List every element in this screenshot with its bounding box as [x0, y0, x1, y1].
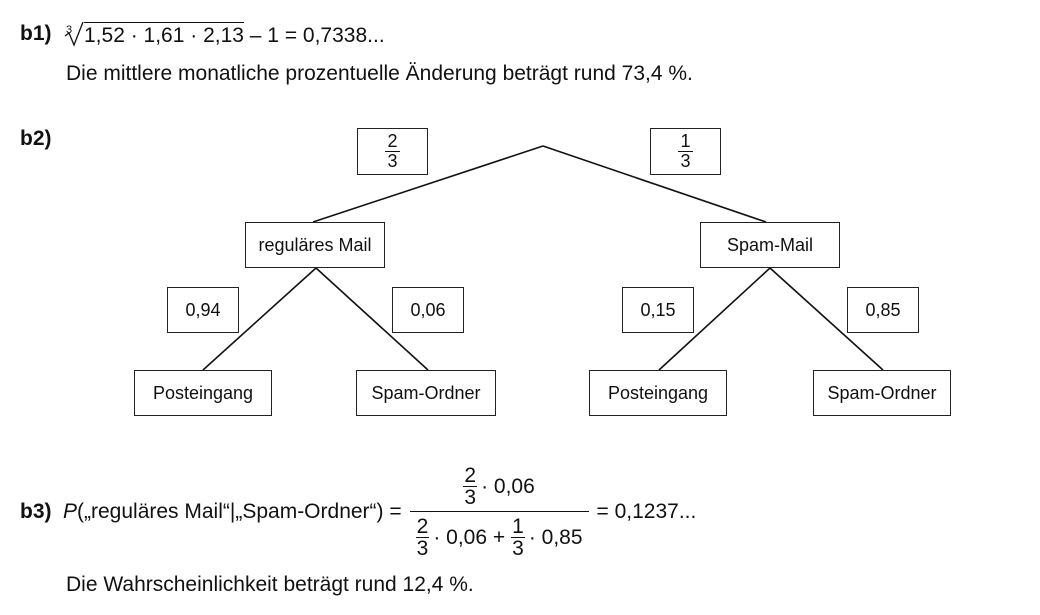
leaf-posteingang-1: Posteingang: [134, 370, 272, 416]
prob-box-rl: 0,15: [622, 287, 694, 333]
leaf-posteingang-2: Posteingang: [589, 370, 727, 416]
frac-num: 2: [416, 515, 429, 538]
frac-den: 3: [463, 486, 478, 509]
label-b1: b1): [20, 22, 52, 45]
den-times-2: · 0,85: [528, 525, 583, 549]
frac-num: 2: [464, 464, 477, 487]
node-reguläres-mail: reguläres Mail: [245, 222, 385, 268]
node-spam-mail: Spam-Mail: [700, 222, 840, 268]
frac-den: 3: [385, 151, 400, 171]
b1-rest: – 1 = 0,7338...: [243, 24, 385, 47]
den-times-1: · 0,06 +: [433, 525, 506, 549]
prob-symbol: P: [63, 500, 78, 523]
frac-num: 1: [512, 515, 524, 538]
frac-num: 2: [387, 131, 398, 152]
b1-sentence: Die mittlere monatliche prozentuelle Änd…: [66, 62, 693, 85]
frac-num: 1: [680, 131, 691, 152]
leaf-spam-ordner-1: Spam-Ordner: [356, 370, 496, 416]
b3-sentence: Die Wahrscheinlichkeit beträgt rund 12,4…: [66, 573, 474, 596]
root-sign-icon: [64, 21, 84, 47]
frac-den: 3: [678, 151, 693, 171]
radicand: 1,52 · 1,61 · 2,13: [84, 22, 244, 47]
b1-equation: 3 1,52 · 1,61 · 2,13 – 1 = 0,7338...: [63, 21, 385, 48]
b3-result: = 0,1237...: [596, 500, 697, 523]
label-b3: b3): [20, 500, 52, 523]
b3-lhs-args: („reguläres Mail“|„Spam-Ordner“) =: [77, 500, 402, 523]
frac-den: 3: [511, 537, 525, 560]
root-index: 3: [66, 24, 73, 36]
num-times: · 0,06: [481, 474, 535, 498]
frac-den: 3: [415, 537, 430, 560]
label-b2: b2): [20, 127, 52, 150]
prob-box-rr: 0,85: [847, 287, 919, 333]
leaf-spam-ordner-2: Spam-Ordner: [813, 370, 951, 416]
prob-box-lr: 0,06: [392, 287, 464, 333]
prob-box-ll: 0,94: [167, 287, 239, 333]
